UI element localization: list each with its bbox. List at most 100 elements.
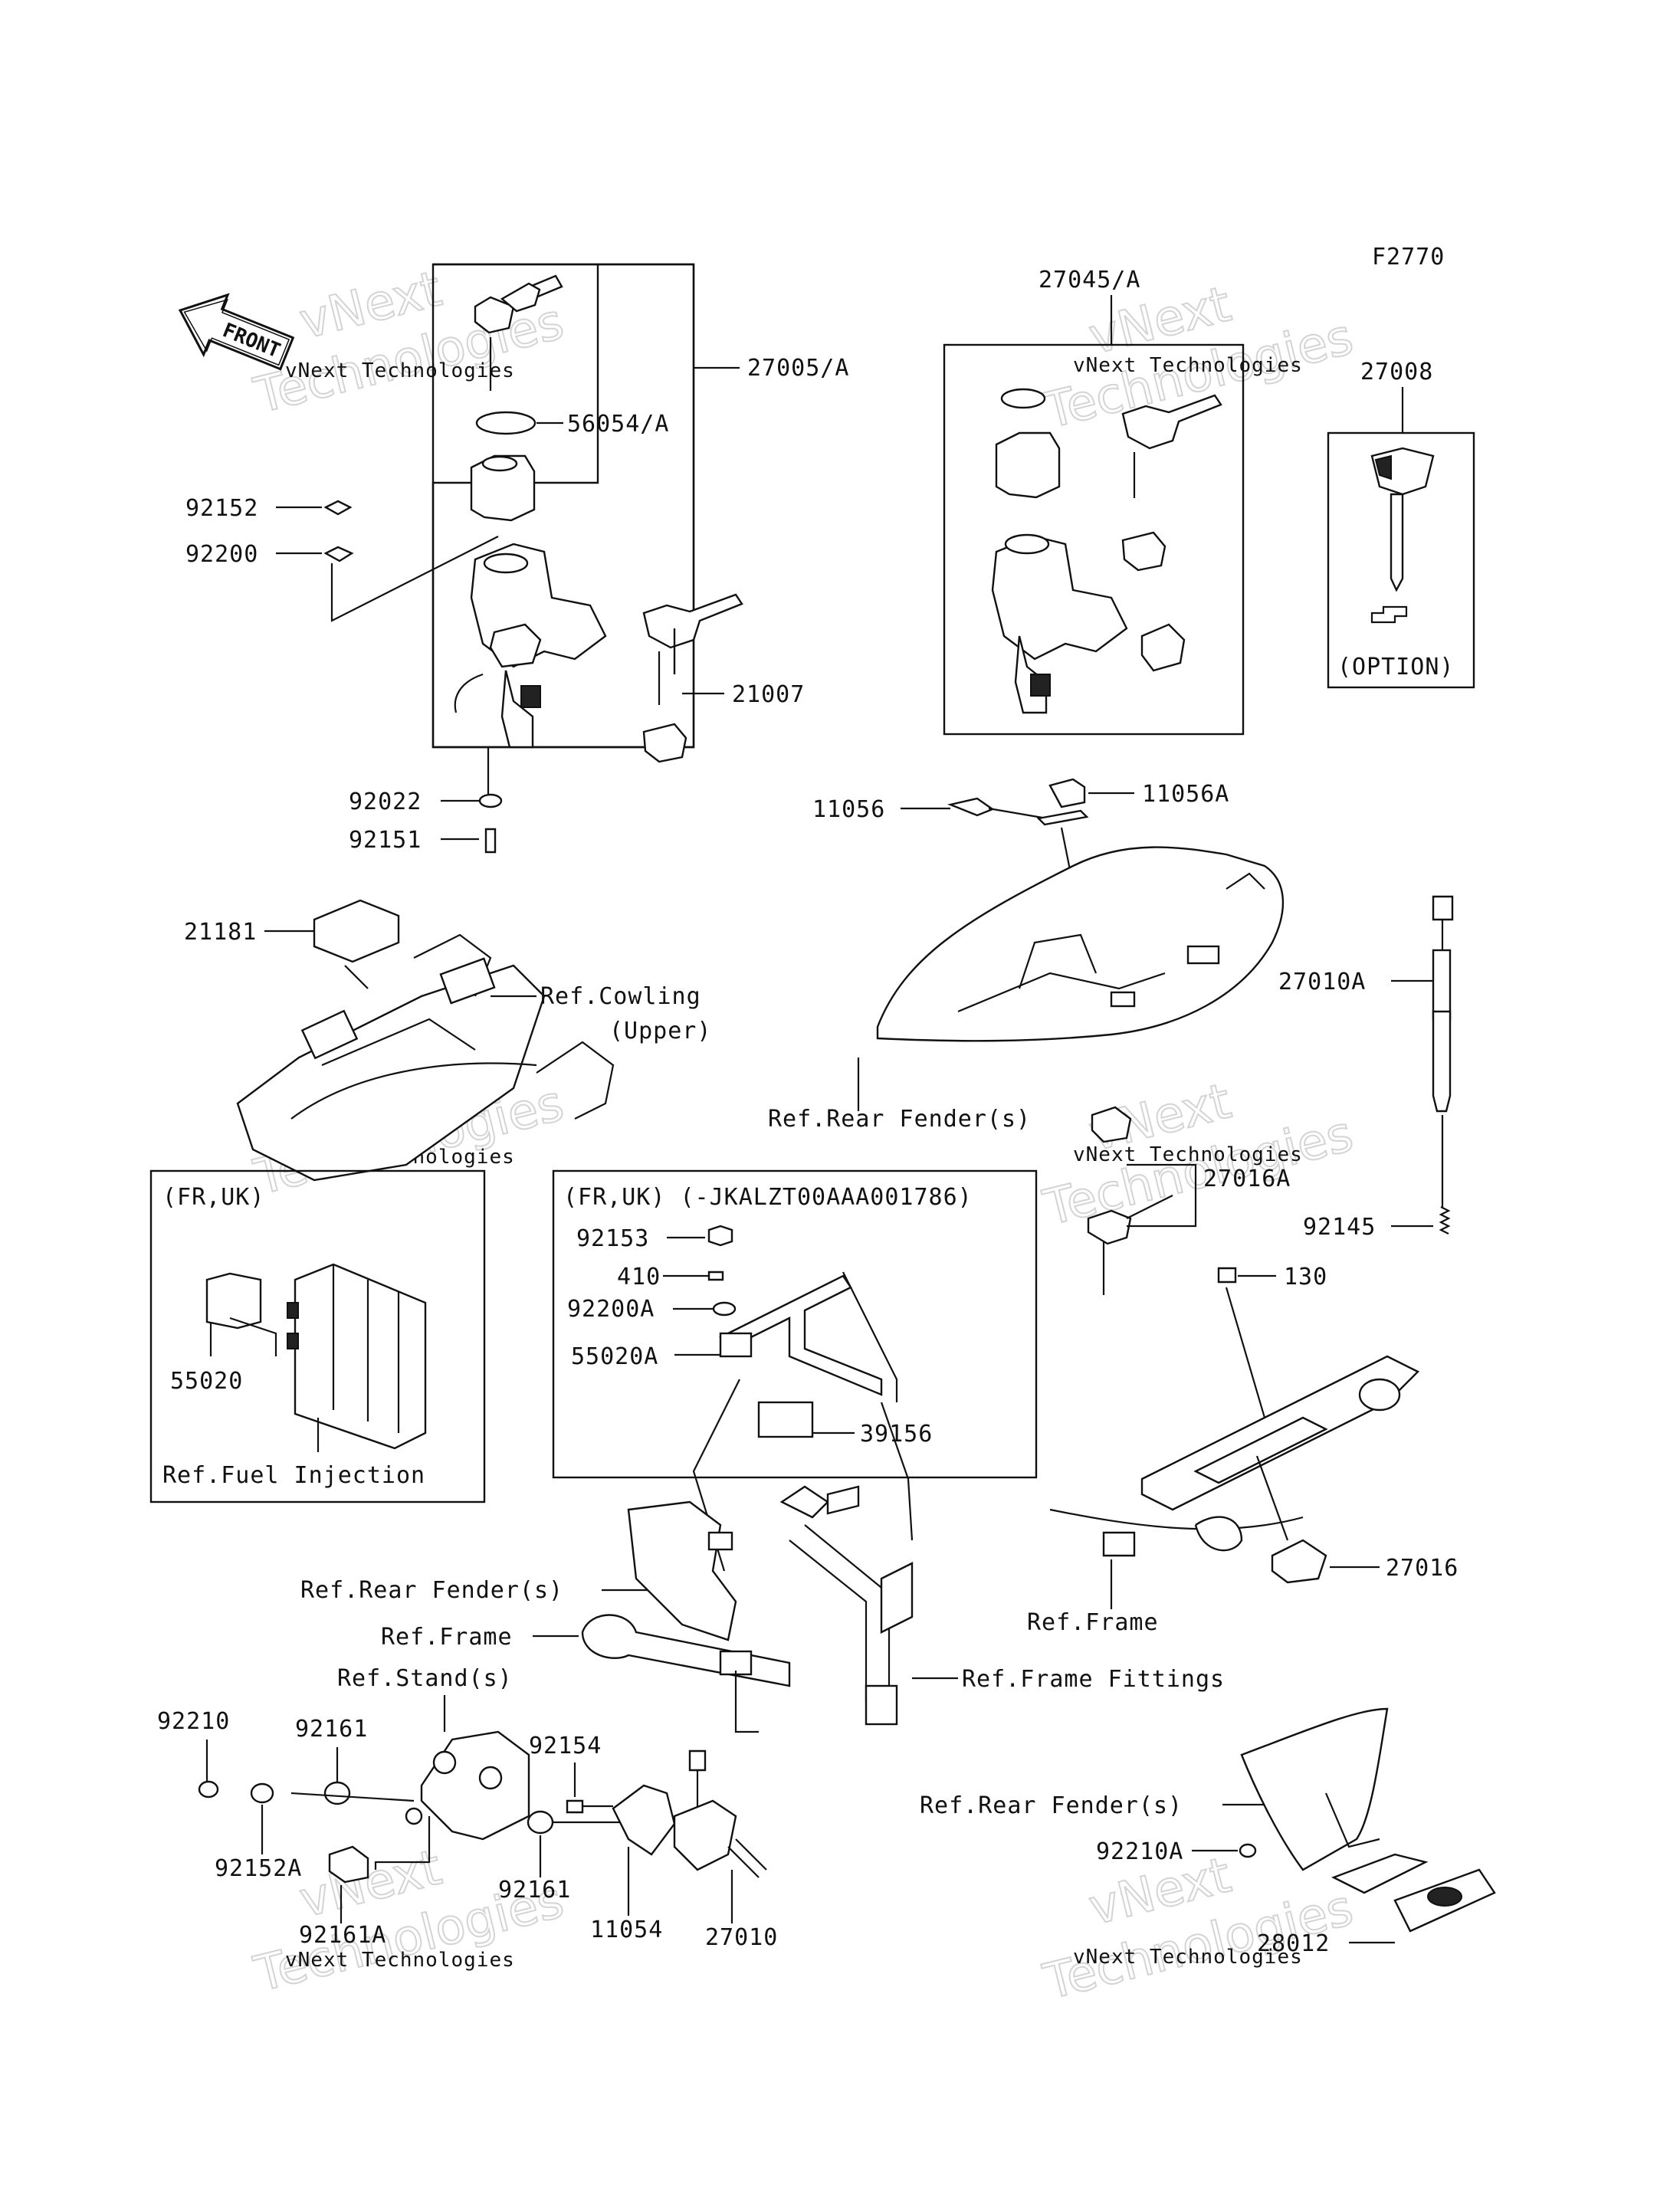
label-11056: 11056 [812, 796, 885, 823]
bracket-icon [947, 797, 995, 817]
label-92145: 92145 [1303, 1214, 1376, 1241]
immobilizer-amp-icon [757, 1401, 814, 1438]
switch-icon [1271, 1539, 1327, 1584]
label-55020: 55020 [170, 1368, 243, 1395]
front-arrow-icon: FRONT [178, 293, 295, 371]
bolt-icon [484, 828, 497, 854]
bushing-icon [323, 1781, 351, 1805]
watermark-text: vNext Technologies [285, 359, 515, 382]
screw-icon [323, 500, 353, 516]
label-21181: 21181 [184, 919, 257, 946]
variant-box-fuel-injection [149, 1169, 486, 1503]
washer-icon [250, 1782, 274, 1804]
ignition-switch-icon [991, 533, 1128, 714]
label-11054: 11054 [590, 1917, 663, 1943]
cap-icon [995, 431, 1061, 499]
ref-rear-fender-2: Ref.Rear Fender(s) [300, 1577, 563, 1604]
bracket-icon [1331, 1853, 1429, 1894]
label-27016A: 27016A [1203, 1166, 1291, 1192]
ref-frame-fittings: Ref.Frame Fittings [962, 1666, 1225, 1693]
washer-icon [1000, 388, 1046, 409]
label-92200: 92200 [185, 541, 258, 568]
label-27010: 27010 [705, 1924, 778, 1951]
option-label: (OPTION) [1337, 654, 1455, 680]
label-55020A: 55020A [571, 1343, 658, 1370]
key-blank-icon [1370, 447, 1435, 592]
watermark-text: vNext Technologies [1073, 1143, 1303, 1166]
bolt-icon [566, 1799, 584, 1814]
figure-code: F2770 [1372, 244, 1445, 271]
clip-icon [1048, 778, 1086, 808]
label-92200A: 92200A [567, 1296, 655, 1323]
spare-key-icon [642, 593, 743, 763]
ignition-switch-icon [454, 543, 607, 749]
nut-icon [198, 1780, 219, 1799]
switch-body-icon [1432, 949, 1452, 1021]
label-92161A: 92161A [299, 1922, 386, 1949]
relay-box-icon [313, 899, 400, 963]
cowling-stay-icon [236, 933, 615, 1182]
label-27045: 27045/A [1039, 267, 1140, 293]
label-11056A: 11056A [1142, 781, 1229, 808]
label-21007: 21007 [732, 681, 805, 708]
ref-frame-2: Ref.Frame [1027, 1609, 1159, 1636]
frame-fittings-icon [779, 1485, 914, 1726]
frame-bracket-icon [1049, 1355, 1420, 1557]
license-light-icon [1393, 1868, 1496, 1933]
label-92161-a: 92161 [295, 1716, 368, 1743]
label-27010A: 27010A [1278, 969, 1366, 995]
ref-stand: Ref.Stand(s) [337, 1665, 513, 1692]
ref-cowling: Ref.Cowling [540, 983, 701, 1010]
bolt-icon [1217, 1267, 1237, 1284]
watermark-text: vNext Technologies [1073, 1946, 1303, 1969]
kit-box-27045 [943, 343, 1245, 736]
sensor-icon [1432, 1010, 1452, 1113]
label-28012: 28012 [1257, 1930, 1330, 1957]
switch-cam-icon [612, 1784, 676, 1856]
bracket-icon [719, 1274, 883, 1396]
label-27016: 27016 [1386, 1555, 1459, 1582]
stand-bracket-icon [405, 1730, 530, 1841]
label-92210: 92210 [157, 1708, 230, 1735]
box2-title: (FR,UK) (-JKALZT00AAA001786) [563, 1184, 973, 1211]
ref-rear-fender-3: Ref.Rear Fender(s) [920, 1792, 1183, 1819]
connector-icon [1432, 895, 1454, 921]
spring-icon [1439, 1206, 1451, 1235]
rear-fender-icon [876, 846, 1285, 1042]
washer-icon [475, 411, 536, 435]
watermark-text: vNext Technologies [1073, 354, 1303, 377]
label-27008: 27008 [1360, 359, 1433, 385]
lock-cylinder-icon [1091, 1106, 1132, 1143]
label-92152A: 92152A [215, 1855, 302, 1882]
washer-icon [712, 1301, 737, 1317]
lock-cylinder-icon [1140, 623, 1186, 672]
ref-fuel-injection: Ref.Fuel Injection [162, 1462, 425, 1489]
spacer-icon [707, 1271, 724, 1281]
lock-cylinder-icon [1121, 531, 1166, 572]
collar-icon [328, 1845, 369, 1884]
watermark-text: vNext Technologies [285, 1949, 515, 1972]
option-key-box [1327, 431, 1475, 689]
rear-fender-section-icon [627, 1500, 737, 1641]
label-410: 410 [617, 1264, 661, 1290]
label-92151: 92151 [349, 827, 422, 854]
washer-icon [323, 546, 354, 562]
screw-icon [707, 1225, 733, 1247]
nut-icon [1239, 1843, 1257, 1858]
ref-frame-1: Ref.Frame [381, 1624, 513, 1651]
label-56054: 56054/A [567, 411, 669, 438]
label-92152: 92152 [185, 495, 258, 522]
cap-icon [470, 454, 536, 522]
label-27005: 27005/A [747, 355, 849, 382]
connector-icon [205, 1272, 262, 1330]
frame-tube-icon [581, 1614, 791, 1733]
label-92161-b: 92161 [498, 1877, 571, 1904]
label-92022: 92022 [349, 789, 422, 815]
key-set-icon [474, 274, 563, 391]
label-92153: 92153 [576, 1225, 649, 1252]
seat-lock-key-icon [1087, 1195, 1173, 1295]
ref-rear-fender-1: Ref.Rear Fender(s) [768, 1106, 1031, 1133]
key-profile-icon [1370, 605, 1408, 624]
rear-fender-tail-icon [1240, 1707, 1389, 1871]
variant-box-immobilizer [552, 1169, 1038, 1479]
